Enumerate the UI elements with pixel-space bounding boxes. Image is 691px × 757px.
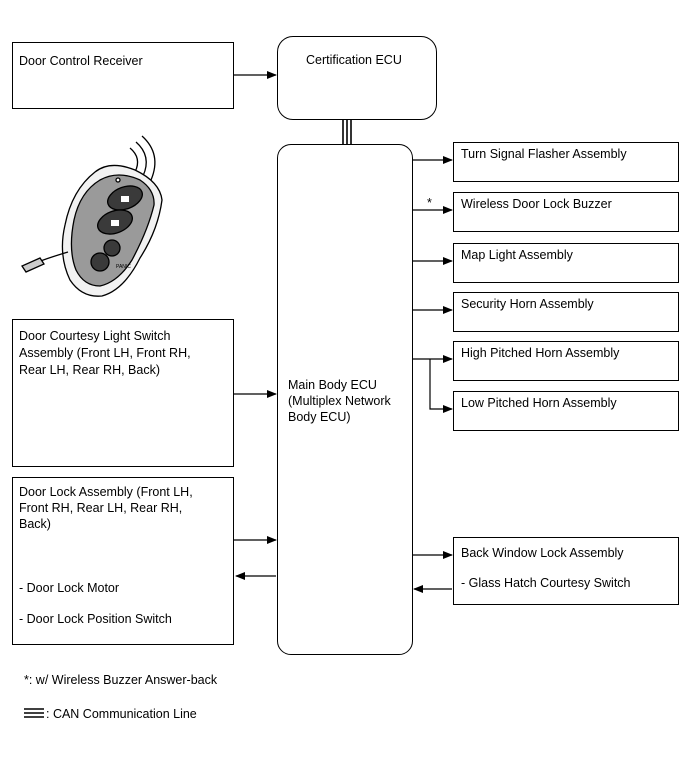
- arrow-main-to-low-horn: [429, 359, 453, 413]
- high-pitched-horn-box: High Pitched Horn Assembly: [453, 341, 679, 381]
- wireless-buzzer-box: Wireless Door Lock Buzzer: [453, 192, 679, 232]
- door-courtesy-switch-label-3: Rear LH, Rear RH, Back): [19, 363, 161, 377]
- door-lock-assembly-box: Door Lock Assembly (Front LH, Front RH, …: [12, 477, 234, 645]
- main-body-ecu-label-2: (Multiplex Network: [288, 394, 391, 408]
- door-courtesy-switch-box: Door Courtesy Light Switch Assembly (Fro…: [12, 319, 234, 467]
- door-lock-assembly-label-2: Front RH, Rear LH, Rear RH,: [19, 501, 183, 515]
- certification-ecu-label: Certification ECU: [306, 53, 402, 67]
- back-window-lock-label: Back Window Lock Assembly: [461, 546, 624, 560]
- door-courtesy-switch-label-1: Door Courtesy Light Switch: [19, 329, 171, 343]
- back-window-lock-box: Back Window Lock Assembly - Glass Hatch …: [453, 537, 679, 605]
- door-lock-assembly-label-1: Door Lock Assembly (Front LH,: [19, 485, 193, 499]
- door-control-receiver-label: Door Control Receiver: [19, 54, 143, 68]
- main-body-ecu-label-3: Body ECU): [288, 410, 351, 424]
- panic-label: PANIC: [116, 264, 131, 270]
- certification-ecu-box: Certification ECU: [277, 36, 437, 120]
- main-body-ecu-box: Main Body ECU (Multiplex Network Body EC…: [277, 144, 413, 655]
- main-body-ecu-label-1: Main Body ECU: [288, 378, 377, 392]
- turn-signal-flasher-label: Turn Signal Flasher Assembly: [461, 147, 627, 161]
- map-light-label: Map Light Assembly: [461, 248, 573, 262]
- door-lock-assembly-label-3: Back): [19, 517, 51, 531]
- wireless-buzzer-asterisk: *: [427, 196, 432, 210]
- door-lock-motor-label: - Door Lock Motor: [19, 581, 120, 595]
- map-light-box: Map Light Assembly: [453, 243, 679, 283]
- security-horn-label: Security Horn Assembly: [461, 297, 594, 311]
- high-pitched-horn-label: High Pitched Horn Assembly: [461, 346, 620, 360]
- can-line-legend: : CAN Communication Line: [46, 707, 197, 721]
- glass-hatch-switch-label: - Glass Hatch Courtesy Switch: [461, 576, 631, 590]
- low-pitched-horn-label: Low Pitched Horn Assembly: [461, 396, 617, 410]
- door-control-receiver-box: Door Control Receiver: [12, 42, 234, 109]
- can-legend-symbol: [24, 708, 44, 718]
- can-line: [341, 119, 353, 145]
- door-lock-position-switch-label: - Door Lock Position Switch: [19, 612, 172, 626]
- door-courtesy-switch-label-2: Assembly (Front LH, Front RH,: [19, 346, 191, 360]
- wireless-buzzer-label: Wireless Door Lock Buzzer: [461, 197, 612, 211]
- footnote-legend: *: w/ Wireless Buzzer Answer-back: [24, 673, 218, 687]
- low-pitched-horn-box: Low Pitched Horn Assembly: [453, 391, 679, 431]
- key-fob-icon: [21, 135, 163, 297]
- security-horn-box: Security Horn Assembly: [453, 292, 679, 332]
- turn-signal-flasher-box: Turn Signal Flasher Assembly: [453, 142, 679, 182]
